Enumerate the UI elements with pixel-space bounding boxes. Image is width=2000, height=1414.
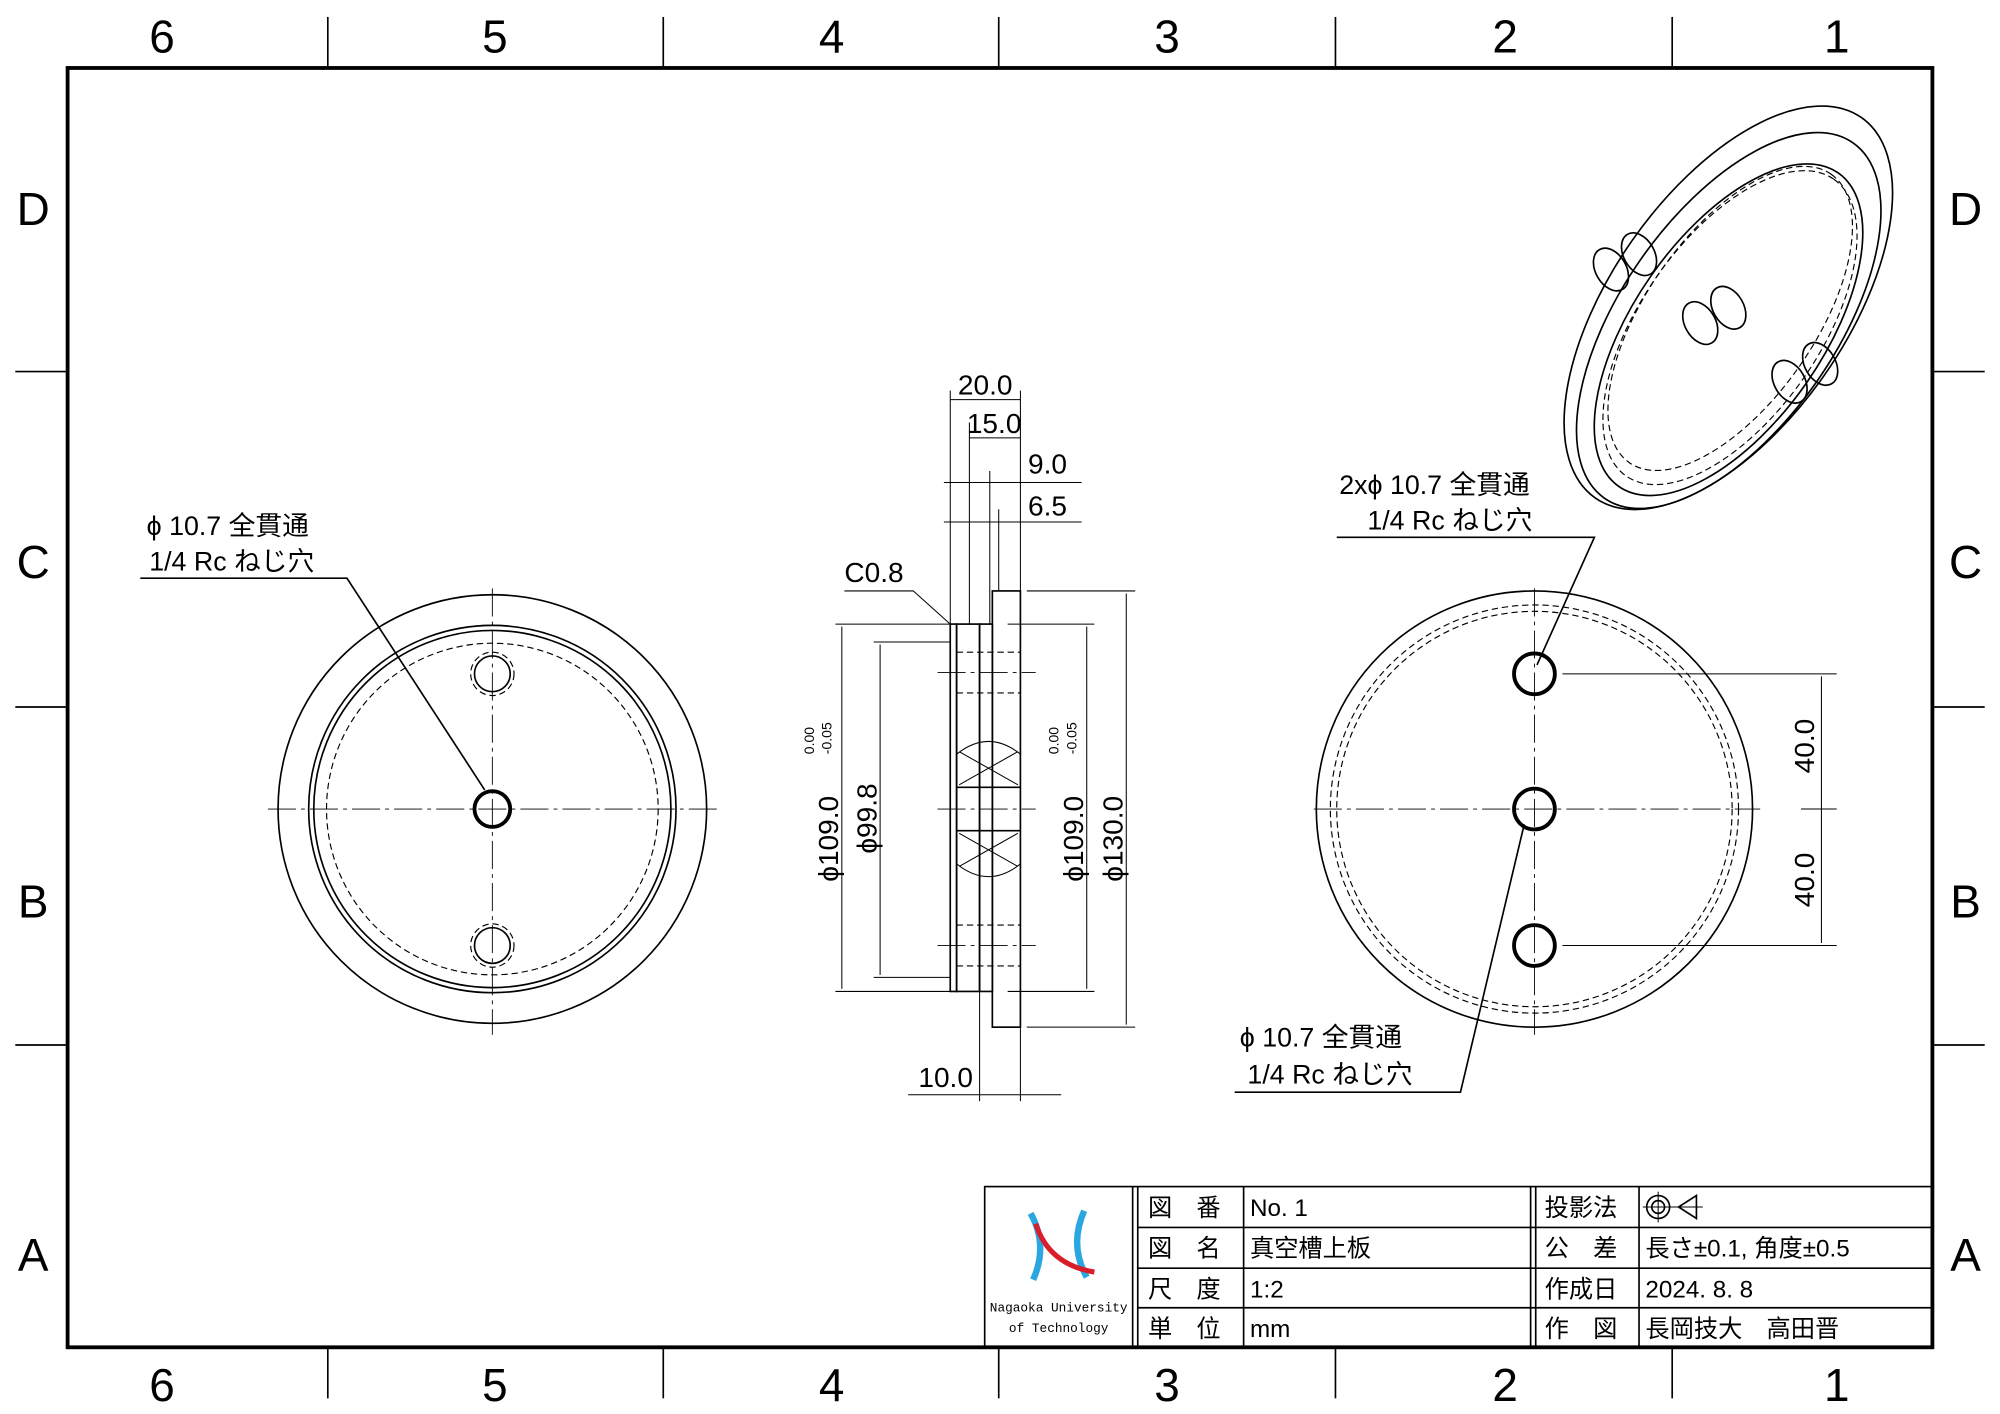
label-drawn-by: 作 図 [1545,1316,1618,1343]
zone-row-d: D [17,183,50,235]
drawing-border [65,66,1935,1350]
value-drawing-number: No. 1 [1250,1195,1308,1222]
left-callout-line2: 1/4 Rc ねじ穴 [149,547,314,577]
center-hole [472,789,513,829]
zone-row-c-right: C [1949,536,1982,588]
zone-row-c: C [17,536,50,588]
top-hole [1512,651,1557,697]
left-callout-line1: ϕ 10.7 全貫通 [147,511,309,541]
label-projection: 投影法 [1545,1195,1618,1222]
dim-15: 15.0 [967,408,1022,439]
tol-upper-right: 0.00 [1046,727,1062,754]
zone-row-a: A [18,1229,49,1281]
zone-col-4: 4 [819,11,845,63]
bottom-hole [1512,923,1557,968]
university-logo: Nagaoka University of Technology [990,1209,1128,1336]
label-unit: 単 位 [1148,1316,1221,1343]
zone-col-2-bottom: 2 [1492,1359,1518,1411]
label-tolerance: 公 差 [1545,1236,1618,1263]
tol-upper-left: 0.00 [801,727,817,754]
right-bottom-callout-line1: ϕ 10.7 全貫通 [1240,1022,1402,1052]
logo-text-2: of Technology [1009,1321,1109,1336]
zone-col-5-bottom: 5 [482,1359,508,1411]
dim-dia130: ϕ130.0 [1097,796,1128,882]
isometric-view [1563,105,1894,511]
right-plan-view: 40.0 40.0 2xϕ 10.7 全貫通 1/4 Rc ねじ穴 ϕ 10.7… [1234,470,1837,1094]
value-drawing-name: 真空槽上板 [1250,1236,1371,1263]
dim-dia109-left: ϕ109.0 [813,796,844,882]
logo-text-1: Nagaoka University [990,1301,1128,1316]
center-hole [1512,786,1557,832]
zone-col-3-bottom: 3 [1154,1359,1180,1411]
dim-6-5: 6.5 [1028,491,1067,522]
label-drawing-number: 図 番 [1148,1195,1221,1222]
title-block: Nagaoka University of Technology 図 番 No.… [983,1185,1934,1349]
tol-lower-right: -0.05 [1064,722,1080,754]
label-drawing-name: 図 名 [1148,1236,1221,1263]
zone-labels: 6 5 4 3 2 1 6 5 4 3 2 1 D C B A D C B A [17,11,1983,1411]
dim-chamfer: C0.8 [844,557,903,588]
bottom-hole [473,926,512,965]
dim-20: 20.0 [958,370,1013,401]
dim-dia109-right: ϕ109.0 [1058,796,1089,882]
zone-col-1: 1 [1824,11,1850,63]
left-plan-view: ϕ 10.7 全貫通 1/4 Rc ねじ穴 [140,511,721,1035]
zone-row-d-right: D [1949,183,1982,235]
zone-row-b: B [18,875,49,927]
zone-row-b-right: B [1950,875,1981,927]
zone-col-4-bottom: 4 [819,1359,845,1411]
zone-col-1-bottom: 1 [1824,1359,1850,1411]
dim-10: 10.0 [918,1062,973,1093]
value-date: 2024. 8. 8 [1645,1277,1753,1304]
zone-row-a-right: A [1950,1229,1981,1281]
zone-ticks [15,16,1985,1399]
zone-col-6-bottom: 6 [149,1359,175,1411]
dim-pitch-top: 40.0 [1789,719,1820,774]
value-drawn-by: 長岡技大 高田晋 [1645,1316,1839,1343]
right-bottom-callout-line2: 1/4 Rc ねじ穴 [1247,1059,1412,1089]
value-unit: mm [1250,1316,1290,1343]
label-scale: 尺 度 [1148,1277,1221,1304]
dim-dia99-8: ϕ99.8 [851,783,882,853]
third-angle-projection-icon [1642,1191,1703,1223]
top-hole [473,655,512,693]
right-top-callout-line2: 1/4 Rc ねじ穴 [1367,506,1532,536]
value-scale: 1:2 [1250,1277,1284,1304]
dim-9: 9.0 [1028,449,1067,480]
value-tolerance: 長さ±0.1, 角度±0.5 [1645,1236,1849,1263]
label-date: 作成日 [1545,1277,1618,1304]
zone-col-3: 3 [1154,11,1180,63]
zone-col-2: 2 [1492,11,1518,63]
tol-lower-left: -0.05 [819,722,835,754]
dim-pitch-bottom: 40.0 [1789,853,1820,908]
right-top-callout-line1: 2xϕ 10.7 全貫通 [1339,470,1530,500]
section-view: 20.0 15.0 9.0 6.5 C0.8 10.0 ϕ109.0 0.00 … [801,370,1136,1102]
zone-col-6: 6 [149,11,175,63]
zone-col-5: 5 [482,11,508,63]
